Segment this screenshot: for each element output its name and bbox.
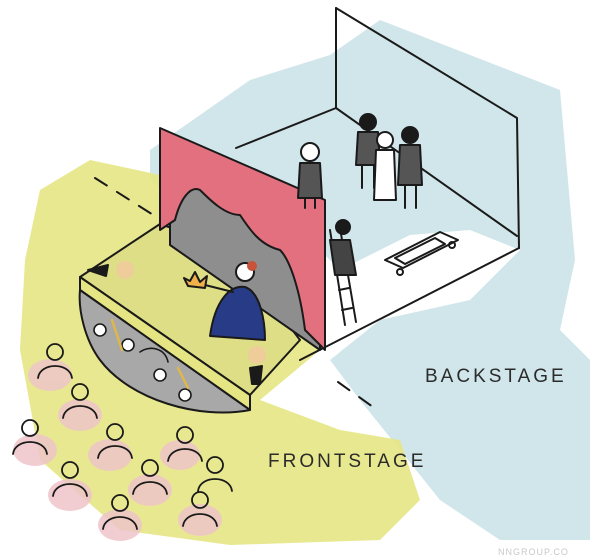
stagehand-figure — [329, 219, 357, 276]
orchestra-pit — [78, 289, 251, 414]
source-credit: NNGROUP.CO — [498, 547, 569, 557]
right-spotlight-icon — [248, 346, 266, 385]
backstage-area-wash — [150, 20, 590, 540]
frontstage-label: FRONTSTAGE — [268, 451, 427, 472]
crown-prop-icon — [183, 271, 208, 289]
backstage-divider-dash — [337, 381, 381, 413]
pit-musicians — [93, 318, 192, 402]
left-spotlight-icon — [87, 261, 134, 279]
performer-singer-figure — [183, 261, 266, 341]
stage-curtain — [159, 127, 326, 351]
backstage-crew-figure-2 — [355, 113, 381, 189]
audience-group — [12, 343, 233, 541]
prop-bench — [384, 231, 459, 276]
backstage-right-wall — [335, 7, 520, 249]
backstage-floor-edge — [299, 247, 520, 361]
frontstage-divider-dash — [94, 177, 159, 219]
backstage-label: BACKSTAGE — [425, 366, 567, 387]
backstage-top-edge — [235, 107, 518, 237]
backstage-crew-figure-1 — [297, 142, 323, 209]
backstage-crew-figure-4 — [397, 126, 423, 209]
backstage-crew-figure-3 — [373, 131, 397, 201]
